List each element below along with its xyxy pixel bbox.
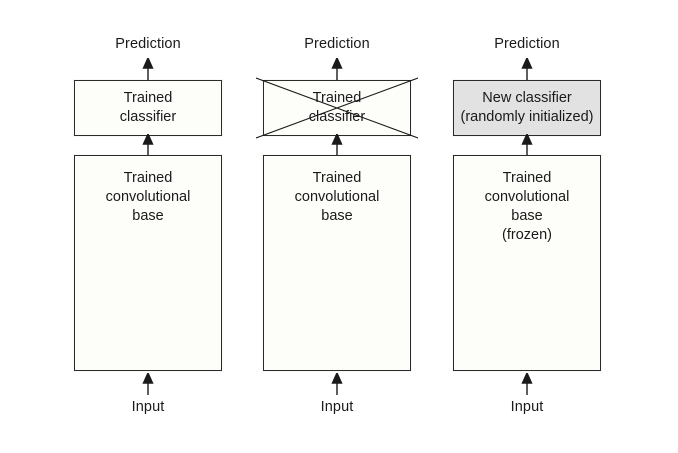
arrow-classifier-to-prediction	[242, 58, 432, 80]
arrow-classifier-to-prediction	[432, 58, 622, 80]
trained-classifier-label: Trained classifier	[119, 90, 177, 125]
arrow-base-to-classifier	[53, 134, 243, 156]
arrow-classifier-to-prediction	[53, 58, 243, 80]
frozen-convolutional-base-box: Trained convolutional base (frozen)	[453, 155, 601, 371]
input-label: Input	[510, 399, 544, 415]
arrow-input-to-base	[53, 373, 243, 395]
trained-convolutional-base-label: Trained convolutional base	[105, 170, 191, 224]
input-label: Input	[131, 399, 165, 415]
trained-convolutional-base-box: Trained convolutional base	[74, 155, 222, 371]
trained-classifier-box: Trained classifier	[74, 80, 222, 136]
trained-convolutional-base-label: Trained convolutional base	[294, 170, 380, 224]
diagram-column-2: Prediction Trained classifier Trained co…	[242, 0, 432, 453]
prediction-label: Prediction	[115, 36, 181, 52]
prediction-label: Prediction	[494, 36, 560, 52]
new-classifier-label: New classifier (randomly initialized)	[460, 90, 594, 125]
trained-convolutional-base-box: Trained convolutional base	[263, 155, 411, 371]
input-label: Input	[320, 399, 354, 415]
diagram-column-1: Prediction Trained classifier Trained co…	[53, 0, 243, 453]
prediction-label: Prediction	[304, 36, 370, 52]
trained-classifier-box: Trained classifier	[263, 80, 411, 136]
diagram-column-3: Prediction New classifier (randomly init…	[432, 0, 622, 453]
arrow-input-to-base	[242, 373, 432, 395]
arrow-base-to-classifier	[432, 134, 622, 156]
trained-classifier-label: Trained classifier	[308, 90, 366, 125]
new-classifier-box: New classifier (randomly initialized)	[453, 80, 601, 136]
arrow-input-to-base	[432, 373, 622, 395]
arrow-base-to-classifier	[242, 134, 432, 156]
frozen-convolutional-base-label: Trained convolutional base (frozen)	[484, 170, 570, 243]
